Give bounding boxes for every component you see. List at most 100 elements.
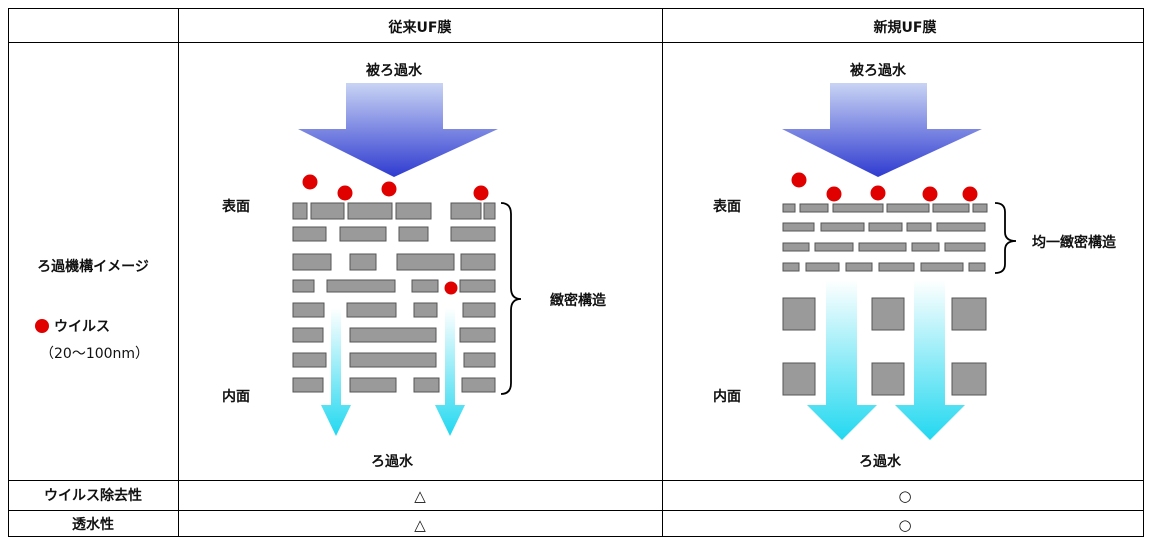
pore-block bbox=[932, 203, 970, 213]
new-structure-brace bbox=[994, 202, 1017, 274]
conventional-virus-removal-rating: △ bbox=[414, 487, 426, 505]
virus-particle bbox=[472, 184, 490, 202]
new-permeability-rating: ○ bbox=[898, 516, 911, 534]
pore-block bbox=[463, 352, 496, 368]
pore-block bbox=[292, 302, 325, 318]
pore-block bbox=[349, 377, 397, 393]
row-label-filtration: ろ過機構イメージ bbox=[37, 258, 149, 275]
conventional-virus-particles bbox=[301, 173, 490, 296]
pore-block bbox=[814, 242, 854, 252]
pore-block bbox=[450, 202, 482, 220]
pore-block bbox=[292, 327, 324, 343]
pore-block bbox=[805, 262, 840, 272]
conventional-inner-label: 内面 bbox=[222, 388, 250, 405]
outflow-arrow-left bbox=[807, 280, 877, 440]
pore-block bbox=[782, 262, 800, 272]
pore-block bbox=[450, 226, 496, 242]
virus-particle bbox=[336, 184, 354, 202]
pore-block bbox=[413, 377, 440, 393]
pore-block bbox=[782, 297, 816, 331]
pore-block bbox=[460, 253, 496, 271]
pore-block bbox=[920, 262, 964, 272]
pore-block bbox=[398, 226, 429, 242]
conventional-surface-label: 表面 bbox=[221, 198, 250, 215]
pore-block bbox=[972, 203, 988, 213]
pore-block bbox=[395, 202, 432, 220]
pore-block bbox=[462, 302, 496, 318]
legend-virus-label: ウイルス bbox=[54, 319, 110, 335]
conventional-inflow-label: 被ろ過水 bbox=[366, 62, 423, 79]
pore-block bbox=[461, 377, 496, 393]
virus-particle bbox=[790, 171, 808, 189]
virus-particle bbox=[961, 185, 979, 203]
row-label-virus-removal: ウイルス除去性 bbox=[44, 487, 142, 504]
header-new: 新規UF膜 bbox=[874, 19, 937, 36]
pore-block bbox=[349, 253, 377, 271]
pore-block bbox=[968, 262, 986, 272]
pore-block bbox=[936, 222, 986, 232]
pore-block bbox=[396, 253, 455, 271]
new-inflow-label: 被ろ過水 bbox=[850, 62, 907, 79]
virus-particle bbox=[380, 180, 398, 198]
pore-block bbox=[292, 202, 308, 220]
pore-block bbox=[871, 362, 905, 396]
inflow-arrow bbox=[298, 83, 498, 177]
new-virus-removal-rating: ○ bbox=[898, 487, 911, 505]
pore-block bbox=[878, 262, 915, 272]
new-virus-particles bbox=[790, 171, 979, 203]
pore-block bbox=[483, 202, 496, 220]
new-inner-label: 内面 bbox=[713, 388, 741, 405]
pore-block bbox=[858, 242, 907, 252]
legend-virus-size: （20～100nm） bbox=[40, 346, 149, 362]
pore-block bbox=[832, 203, 884, 213]
row-label-permeability: 透水性 bbox=[72, 516, 114, 533]
pore-block bbox=[820, 222, 865, 232]
pore-block bbox=[310, 202, 345, 220]
virus-particle bbox=[921, 185, 939, 203]
pore-block bbox=[911, 242, 940, 252]
outflow-arrow-right bbox=[895, 280, 965, 440]
pore-block bbox=[782, 362, 816, 396]
virus-particle bbox=[825, 185, 843, 203]
pore-block bbox=[346, 302, 397, 318]
pore-block bbox=[339, 226, 387, 242]
pore-block bbox=[845, 262, 873, 272]
conventional-structure-label: 緻密構造 bbox=[550, 292, 606, 309]
pore-block bbox=[944, 242, 986, 252]
conventional-membrane-panel: 被ろ過水 表面 内面 ろ過水 緻密構造 bbox=[221, 62, 606, 470]
pore-block bbox=[951, 297, 987, 331]
inflow-arrow bbox=[782, 83, 982, 177]
pore-block bbox=[868, 222, 903, 232]
new-surface-label: 表面 bbox=[712, 198, 741, 215]
pore-block bbox=[349, 352, 437, 368]
pore-block bbox=[292, 279, 315, 293]
pore-block bbox=[347, 202, 393, 220]
pore-block bbox=[799, 203, 829, 213]
pore-block bbox=[326, 279, 396, 293]
pore-block bbox=[782, 222, 815, 232]
new-pore-blocks bbox=[782, 203, 988, 396]
pore-block bbox=[906, 222, 932, 232]
new-structure-label: 均一緻密構造 bbox=[1032, 234, 1116, 251]
pore-block bbox=[871, 297, 905, 331]
pore-block bbox=[886, 203, 930, 213]
pore-block bbox=[292, 253, 332, 271]
pore-block bbox=[782, 242, 810, 252]
table-grid bbox=[8, 8, 1144, 537]
virus-particle bbox=[443, 280, 459, 296]
pore-block bbox=[349, 327, 437, 343]
outflow-arrow-right bbox=[435, 308, 465, 436]
pore-block bbox=[782, 203, 796, 213]
new-outflow-label: ろ過水 bbox=[859, 453, 902, 470]
virus-legend-icon bbox=[35, 319, 49, 333]
pore-block bbox=[459, 279, 496, 293]
pore-block bbox=[951, 362, 987, 396]
conventional-outflow-label: ろ過水 bbox=[371, 453, 414, 470]
pore-block bbox=[413, 302, 438, 318]
new-membrane-panel: 被ろ過水 表面 内面 ろ過水 均一緻密構造 bbox=[712, 62, 1116, 470]
pore-block bbox=[292, 352, 327, 368]
pore-block bbox=[292, 377, 324, 393]
virus-particle bbox=[869, 184, 887, 202]
